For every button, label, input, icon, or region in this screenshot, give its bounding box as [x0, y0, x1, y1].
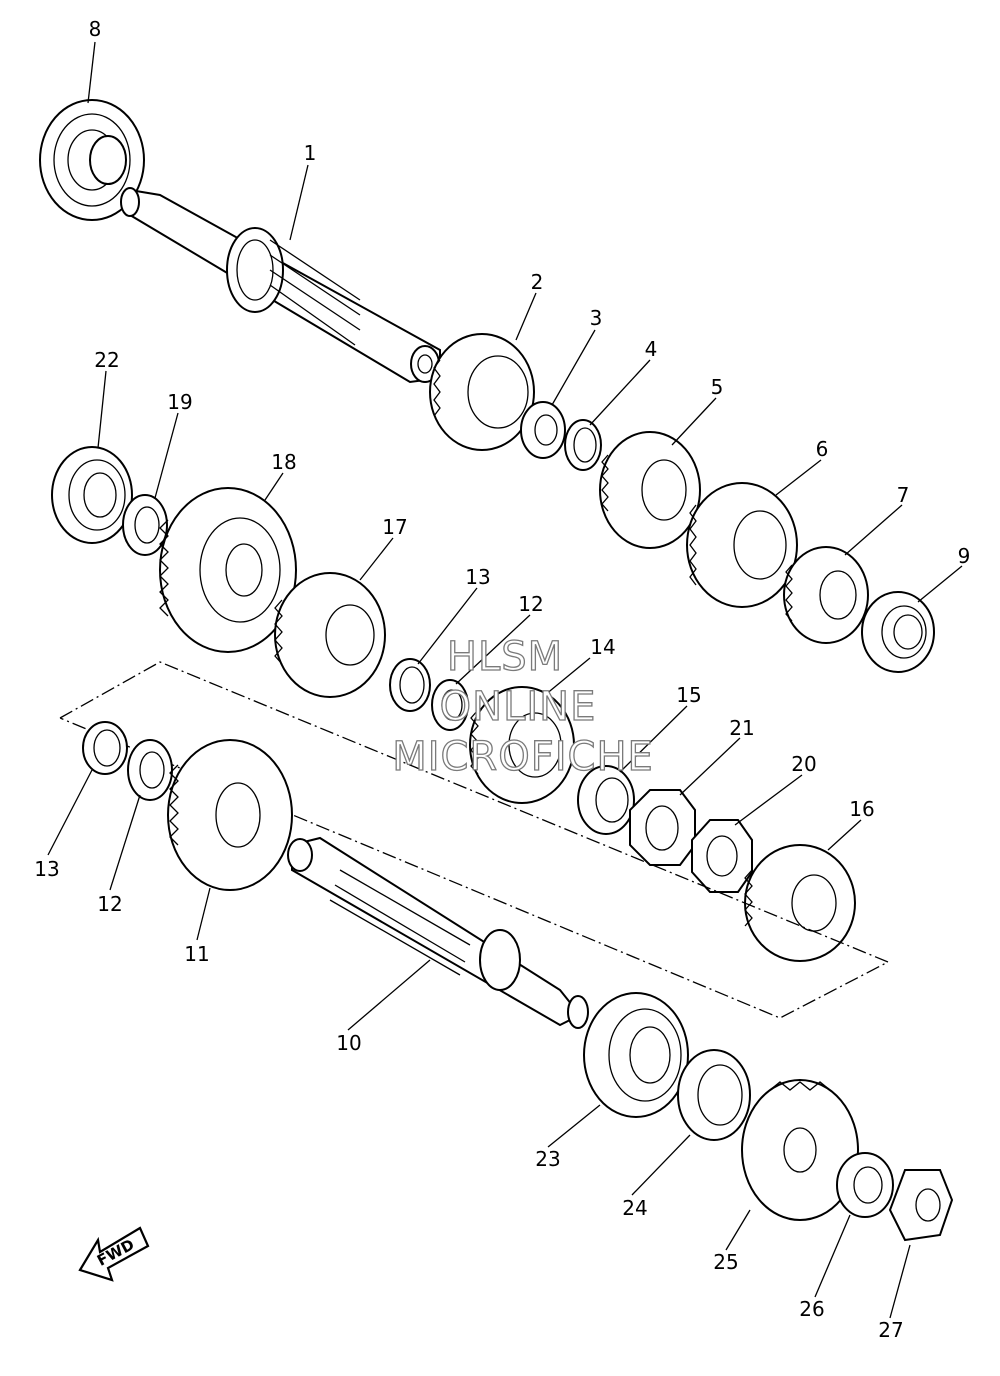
part-15-needle-bearing	[577, 765, 635, 835]
label-13-lower: 13	[34, 857, 59, 881]
part-12-washer-lower	[127, 739, 173, 801]
part-9-bearing	[861, 591, 935, 673]
label-11: 11	[184, 942, 209, 966]
assembly-outline	[59, 661, 890, 1019]
label-23: 23	[535, 1147, 560, 1171]
label-22: 22	[94, 348, 119, 372]
label-27: 27	[878, 1318, 903, 1342]
fwd-arrow-icon: FWD	[78, 1226, 150, 1282]
part-22-bearing	[51, 446, 133, 544]
label-12-upper: 12	[518, 592, 543, 616]
label-19: 19	[167, 390, 192, 414]
watermark-line-3: MICROFICHE	[392, 734, 654, 780]
label-8: 8	[89, 17, 102, 41]
watermark-line-2: ONLINE	[440, 684, 597, 730]
part-21-lock-washer	[629, 789, 696, 866]
label-12-lower: 12	[97, 892, 122, 916]
label-24: 24	[622, 1196, 647, 1220]
label-14: 14	[590, 635, 615, 659]
label-21: 21	[729, 716, 754, 740]
part-7-gear	[783, 546, 869, 644]
part-25-sprocket	[741, 1079, 859, 1221]
part-17-gear	[274, 572, 386, 698]
part-2-gear	[429, 333, 535, 451]
watermark: HLSM ONLINE MICROFICHE	[392, 633, 654, 780]
label-1: 1	[304, 141, 317, 165]
part-19-washer	[122, 494, 168, 556]
part-27-nut	[888, 1169, 954, 1242]
part-13-circlip-upper	[389, 658, 431, 712]
part-24-oil-seal	[677, 1049, 751, 1141]
label-16: 16	[849, 797, 874, 821]
part-23-bearing	[583, 992, 689, 1118]
label-5: 5	[711, 375, 724, 399]
watermark-line-1: HLSM	[447, 634, 563, 680]
part-12-washer-upper	[431, 679, 469, 731]
label-10: 10	[336, 1031, 361, 1055]
part-13-circlip-lower	[82, 721, 128, 775]
label-15: 15	[676, 683, 701, 707]
part-18-gear	[159, 487, 297, 653]
part-20-lock-washer	[691, 819, 753, 893]
part-14-gear	[469, 686, 575, 804]
part-5-gear	[599, 431, 701, 549]
label-20: 20	[791, 752, 816, 776]
part-11-gear	[167, 739, 293, 891]
part-16-gear	[744, 844, 856, 962]
label-25: 25	[713, 1250, 738, 1274]
part-6-gear	[686, 482, 798, 608]
label-17: 17	[382, 515, 407, 539]
label-9: 9	[958, 544, 971, 568]
label-13-upper: 13	[465, 565, 490, 589]
label-7: 7	[897, 483, 910, 507]
part-10-drive-axle	[287, 836, 589, 1029]
label-6: 6	[816, 437, 829, 461]
label-2: 2	[531, 270, 544, 294]
part-26-lock-washer	[836, 1152, 894, 1218]
leader-lines	[47, 41, 963, 1319]
label-4: 4	[645, 337, 658, 361]
part-4-circlip	[564, 419, 602, 471]
label-3: 3	[590, 306, 603, 330]
part-8-bearing	[39, 99, 145, 221]
label-26: 26	[799, 1297, 824, 1321]
part-1-main-axle	[120, 187, 441, 384]
part-3-washer	[520, 401, 566, 459]
label-18: 18	[271, 450, 296, 474]
